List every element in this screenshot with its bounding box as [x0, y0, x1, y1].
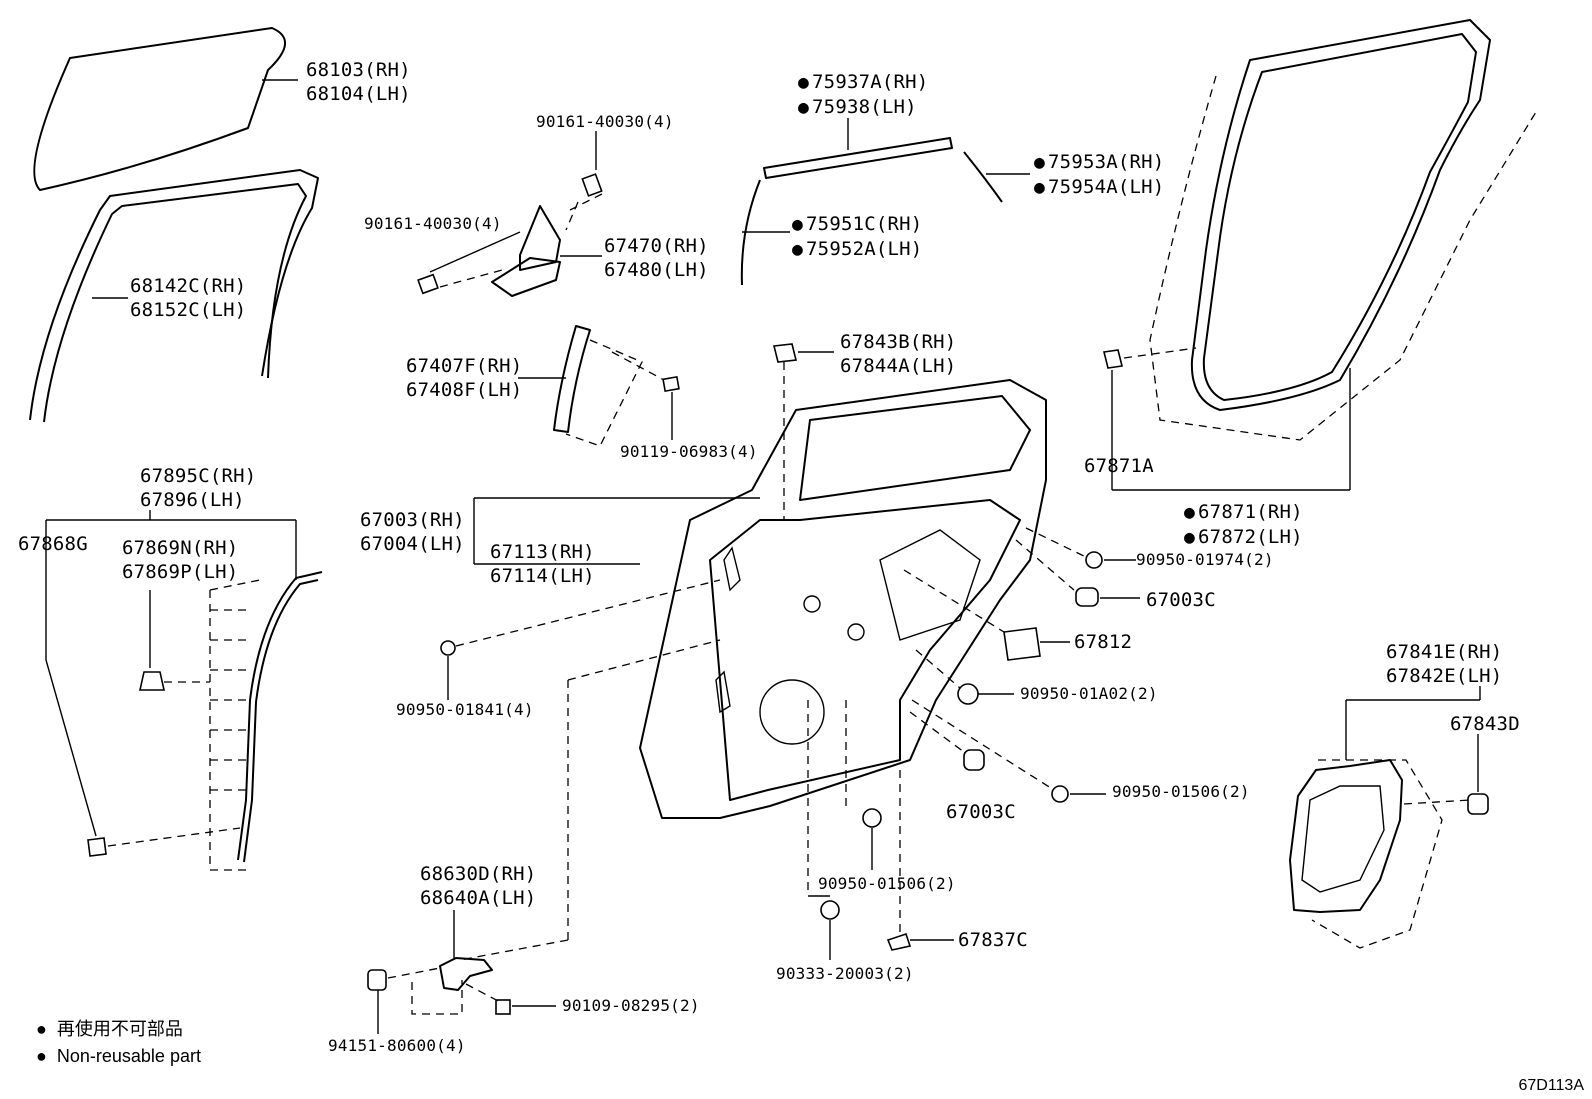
legend-en: Non-reusable part	[36, 1043, 201, 1070]
glass-run-rear-shape	[518, 325, 680, 447]
label-tape-67812: 67812	[1074, 631, 1133, 653]
label-service-cover: 67841E(RH) 67842E(LH)	[1386, 641, 1503, 687]
label-cushion-upper: 67003C	[1146, 589, 1216, 611]
label-bolt-94151: 94151-80600(4)	[328, 1036, 466, 1055]
label-plug-01841: 90950-01841(4)	[396, 700, 534, 719]
label-screw-upper: 90161-40030(4)	[536, 112, 674, 131]
label-glass: 68103(RH) 68104(LH)	[306, 59, 411, 105]
label-plug-01974: 90950-01974(2)	[1136, 550, 1274, 569]
service-cover-shape	[1289, 686, 1489, 949]
label-panel-inner: 67113(RH) 67114(LH)	[490, 541, 595, 587]
legend: 再使用不可部品 Non-reusable part	[36, 1016, 201, 1070]
label-plug-01506-right: 90950-01506(2)	[1112, 782, 1250, 801]
label-belt-molding-outer: 75937A(RH) 75938(LH)	[798, 70, 928, 120]
label-panel-door: 67003(RH) 67004(LH)	[360, 509, 465, 555]
door-panel-shape	[473, 379, 1047, 819]
inner-weatherstrip-shape	[45, 510, 323, 871]
label-screw-lower: 90161-40030(4)	[364, 214, 502, 233]
label-glass-run-rear: 67407F(RH) 67408F(LH)	[406, 355, 523, 401]
moldings-shape	[740, 118, 1030, 286]
label-cover-clip: 67843D	[1450, 713, 1520, 735]
label-bolt-90119: 90119-06983(4)	[620, 442, 758, 461]
label-hinge: 68630D(RH) 68640A(LH)	[420, 863, 537, 909]
label-bolt-08295: 90109-08295(2)	[562, 996, 700, 1015]
outer-weatherstrip-shape	[1103, 19, 1537, 491]
label-cushion-lower: 67003C	[946, 801, 1016, 823]
figure-code: 67D113A	[1518, 1077, 1584, 1094]
label-weatherstrip-clip: 67871A	[1084, 455, 1154, 477]
bottom-small-parts-shape	[440, 579, 954, 961]
label-stopper: 67843B(RH) 67844A(LH)	[840, 331, 957, 377]
label-molding-rear: 75953A(RH) 75954A(LH)	[1034, 150, 1164, 200]
screws-division-bar	[417, 131, 603, 297]
label-plug-20003: 90333-20003(2)	[776, 964, 914, 983]
label-plug-01506-center: 90950-01506(2)	[818, 874, 956, 893]
right-small-parts-shape	[903, 527, 1140, 803]
label-weatherstrip-inner: 67895C(RH) 67896(LH)	[140, 465, 257, 511]
label-clip-67868: 67868G	[18, 533, 88, 555]
run-channel-shape	[29, 169, 319, 423]
label-weatherstrip-outer: 67871(RH) 67872(LH)	[1184, 500, 1303, 550]
label-run-channel: 68142C(RH) 68152C(LH)	[130, 275, 247, 321]
label-clip-67837: 67837C	[958, 929, 1028, 951]
hinge-shape	[367, 910, 556, 1034]
door-glass-shape	[33, 27, 298, 191]
label-clip-67869: 67869N(RH) 67869P(LH)	[122, 537, 239, 583]
label-division-bar: 67470(RH) 67480(LH)	[604, 235, 709, 281]
label-molding-front: 75951C(RH) 75952A(LH)	[792, 212, 922, 262]
legend-jp: 再使用不可部品	[36, 1016, 201, 1043]
stopper-clips-shape	[773, 343, 834, 520]
label-plug-01a02: 90950-01A02(2)	[1020, 684, 1158, 703]
